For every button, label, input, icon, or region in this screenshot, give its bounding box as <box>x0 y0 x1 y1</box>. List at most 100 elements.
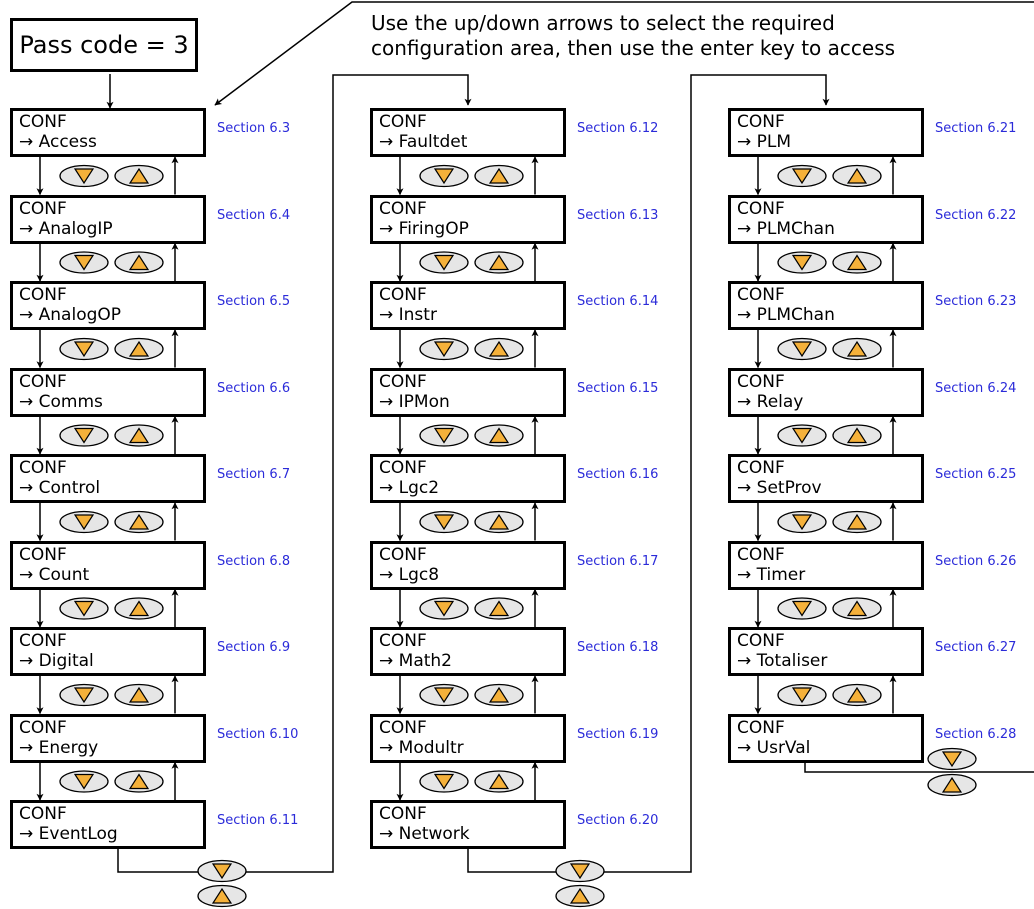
up-key-icon[interactable] <box>474 597 524 620</box>
section-reference-link[interactable]: Section 6.21 <box>935 121 1017 136</box>
up-key-icon[interactable] <box>474 683 524 707</box>
down-key-icon[interactable] <box>927 747 977 771</box>
section-reference-link[interactable]: Section 6.28 <box>935 726 1017 742</box>
up-key-icon[interactable] <box>114 770 164 793</box>
section-reference-link[interactable]: Section 6.12 <box>577 121 659 136</box>
section-reference-link[interactable]: Section 6.8 <box>217 553 291 569</box>
section-reference-link[interactable]: Section 6.20 <box>577 813 659 828</box>
up-key-icon[interactable] <box>474 337 524 361</box>
up-key-icon[interactable] <box>832 337 882 361</box>
conf-box: CONF→ Faultdet <box>370 108 566 157</box>
down-key-icon[interactable] <box>59 424 109 447</box>
up-key-icon[interactable] <box>114 424 164 447</box>
conf-box: CONF→ Count <box>10 540 206 590</box>
down-key-icon[interactable] <box>59 337 109 361</box>
conf-box-title: CONF <box>19 458 67 478</box>
up-key-icon[interactable] <box>474 510 524 534</box>
instruction-text: Use the up/down arrows to select the req… <box>371 11 896 60</box>
instruction-leader <box>214 1 1034 106</box>
up-key-icon[interactable] <box>474 424 524 447</box>
section-reference-link[interactable]: Section 6.15 <box>577 380 659 396</box>
up-key-icon[interactable] <box>832 597 882 620</box>
down-key-icon[interactable] <box>419 683 469 707</box>
up-key-icon[interactable] <box>114 337 164 361</box>
section-reference-link[interactable]: Section 6.27 <box>935 640 1017 655</box>
conf-box-label: → PLM <box>737 132 792 152</box>
conf-box-title: CONF <box>379 285 427 305</box>
section-reference-link[interactable]: Section 6.24 <box>935 380 1017 396</box>
conf-box-title: CONF <box>379 544 427 565</box>
section-reference-link[interactable]: Section 6.23 <box>935 294 1017 309</box>
conf-box-title: CONF <box>737 285 785 305</box>
up-key-icon[interactable] <box>114 510 164 534</box>
down-key-icon[interactable] <box>419 164 469 188</box>
up-key-icon[interactable] <box>927 773 977 797</box>
down-key-icon[interactable] <box>419 251 469 274</box>
section-reference-link[interactable]: Section 6.22 <box>935 207 1017 223</box>
up-key-icon[interactable] <box>474 164 524 188</box>
down-key-icon[interactable] <box>59 251 109 274</box>
conf-box-title: CONF <box>19 198 67 219</box>
section-reference-link[interactable]: Section 6.9 <box>217 640 291 655</box>
conf-box-title: CONF <box>737 198 785 219</box>
up-key-icon[interactable] <box>555 884 605 908</box>
up-key-icon[interactable] <box>832 251 882 274</box>
up-key-icon[interactable] <box>114 683 164 707</box>
down-key-icon[interactable] <box>777 337 827 361</box>
conf-box: CONF→ AnalogIP <box>10 194 206 244</box>
section-reference-link[interactable]: Section 6.3 <box>217 121 291 136</box>
section-reference-link[interactable]: Section 6.14 <box>577 294 659 309</box>
down-key-icon[interactable] <box>59 770 109 793</box>
up-key-icon[interactable] <box>197 884 247 908</box>
section-reference-link[interactable]: Section 6.6 <box>217 380 291 396</box>
section-reference-link[interactable]: Section 6.11 <box>217 813 299 828</box>
section-reference-link[interactable]: Section 6.16 <box>577 467 659 482</box>
down-key-icon[interactable] <box>59 597 109 620</box>
section-reference-link[interactable]: Section 6.18 <box>577 640 659 655</box>
section-reference-link[interactable]: Section 6.26 <box>935 553 1017 569</box>
up-key-icon[interactable] <box>474 251 524 274</box>
down-key-icon[interactable] <box>555 859 605 883</box>
section-reference-link[interactable]: Section 6.13 <box>577 207 659 223</box>
conf-box-title: CONF <box>19 112 67 132</box>
section-reference-link[interactable]: Section 6.25 <box>935 467 1017 482</box>
down-key-icon[interactable] <box>197 859 247 883</box>
up-key-icon[interactable] <box>114 597 164 620</box>
conf-box: CONF→ Energy <box>10 713 206 763</box>
up-key-icon[interactable] <box>832 510 882 534</box>
section-reference-link[interactable]: Section 6.4 <box>217 207 291 223</box>
down-key-icon[interactable] <box>777 164 827 188</box>
section-reference-link[interactable]: Section 6.19 <box>577 726 659 742</box>
down-key-icon[interactable] <box>777 597 827 620</box>
down-key-icon[interactable] <box>419 337 469 361</box>
section-reference-link[interactable]: Section 6.7 <box>217 467 291 482</box>
down-key-icon[interactable] <box>419 597 469 620</box>
section-reference-link[interactable]: Section 6.10 <box>217 726 299 742</box>
conf-box-label: → EventLog <box>19 824 118 844</box>
down-key-icon[interactable] <box>59 683 109 707</box>
down-key-icon[interactable] <box>777 683 827 707</box>
up-key-icon[interactable] <box>114 164 164 188</box>
conf-box-label: → Faultdet <box>379 132 468 152</box>
up-key-icon[interactable] <box>832 164 882 188</box>
down-key-icon[interactable] <box>419 424 469 447</box>
down-key-icon[interactable] <box>419 770 469 793</box>
up-key-icon[interactable] <box>114 251 164 274</box>
conf-box-label: → Lgc2 <box>379 478 440 498</box>
down-key-icon[interactable] <box>777 510 827 534</box>
up-key-icon[interactable] <box>832 424 882 447</box>
up-key-icon[interactable] <box>832 683 882 707</box>
section-reference-link[interactable]: Section 6.5 <box>217 294 291 309</box>
conf-box: CONF→ FiringOP <box>370 194 566 244</box>
conf-box-label: → Comms <box>19 391 103 412</box>
up-key-icon[interactable] <box>474 770 524 793</box>
down-key-icon[interactable] <box>419 510 469 534</box>
down-key-icon[interactable] <box>777 424 827 447</box>
down-key-icon[interactable] <box>59 510 109 534</box>
column-2-to-3-connector <box>464 74 830 873</box>
section-reference-link[interactable]: Section 6.17 <box>577 553 659 569</box>
down-key-icon[interactable] <box>777 251 827 274</box>
down-key-icon[interactable] <box>59 164 109 188</box>
conf-box-label: → PLMChan <box>737 305 835 325</box>
